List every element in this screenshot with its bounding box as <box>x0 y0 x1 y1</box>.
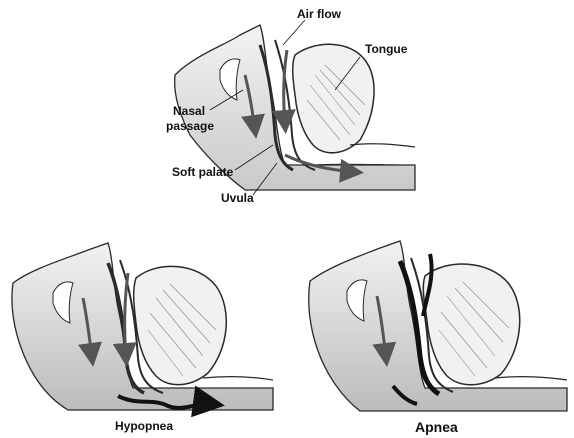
leader-air-flow <box>283 20 305 45</box>
label-tongue: Tongue <box>365 42 407 56</box>
tongue-shape <box>293 44 374 152</box>
apnea-airway-diagram <box>305 236 570 418</box>
label-uvula: Uvula <box>221 191 254 205</box>
caption-apnea: Apnea <box>415 419 458 435</box>
label-air-flow: Air flow <box>297 7 341 21</box>
hypopnea-airway-diagram <box>8 238 278 418</box>
airflow-arrow-oral <box>125 273 128 358</box>
jaw-line <box>350 144 415 147</box>
label-soft-palate: Soft palate <box>172 165 233 179</box>
label-nasal-passage-line1: Nasal <box>173 104 205 118</box>
caption-hypopnea: Hypopnea <box>115 419 173 433</box>
jaw-line <box>203 377 273 380</box>
tongue-shape <box>134 266 227 384</box>
label-nasal-passage-line2: passage <box>166 119 214 133</box>
jaw-line <box>495 377 567 380</box>
